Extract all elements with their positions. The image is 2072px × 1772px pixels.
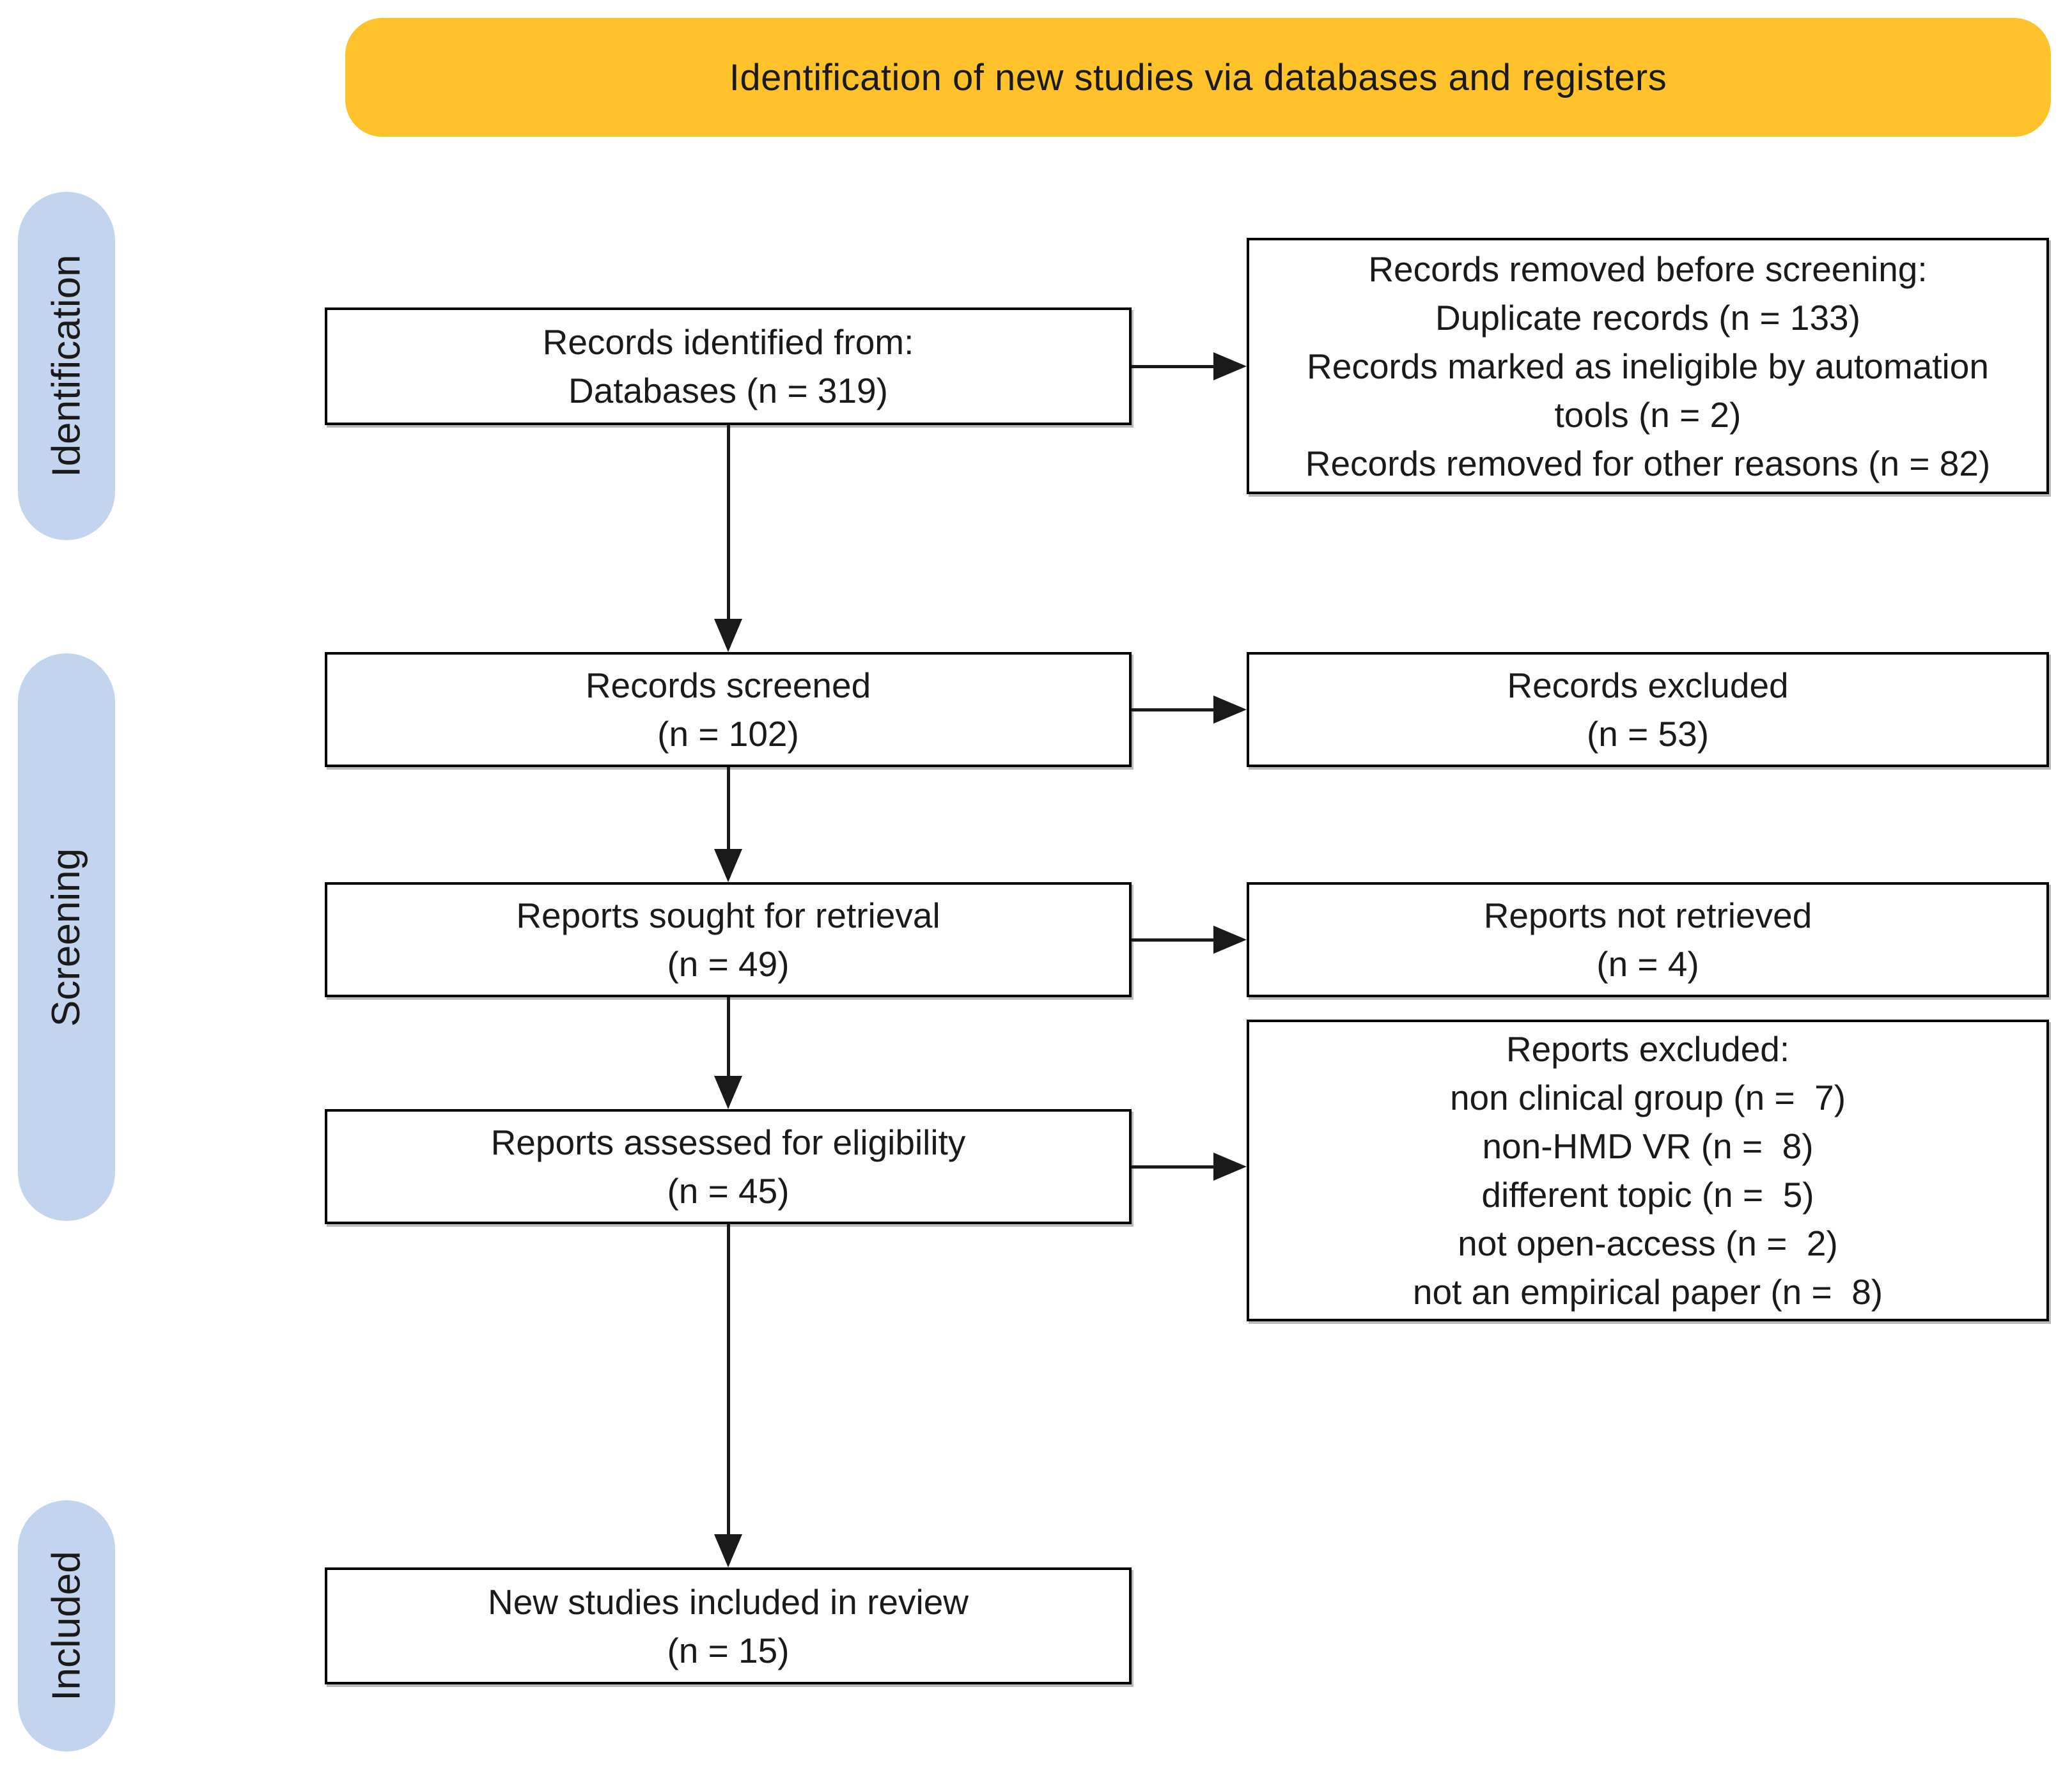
stage-label-identification-text: Identification — [44, 254, 89, 478]
box-reports-assessed: Reports assessed for eligibility (n = 45… — [325, 1109, 1132, 1224]
arrow-head — [714, 1534, 742, 1567]
stage-label-screening-text: Screening — [44, 848, 89, 1027]
box-reports-sought: Reports sought for retrieval (n = 49) — [325, 882, 1132, 997]
box-line: (n = 49) — [667, 944, 790, 984]
header-banner: Identification of new studies via databa… — [345, 18, 2051, 137]
box-line: Reports excluded: — [1506, 1029, 1790, 1069]
header-title: Identification of new studies via databa… — [729, 56, 1667, 98]
box-line: Records removed for other reasons (n = 8… — [1305, 443, 1991, 483]
box-records-removed-before-screening: Records removed before screening: Duplic… — [1247, 238, 2049, 494]
arrow-shaft — [727, 997, 730, 1077]
box-line: Records screened — [585, 665, 871, 705]
box-line: different topic (n = 5) — [1481, 1175, 1814, 1215]
box-line: Reports not retrieved — [1483, 896, 1812, 935]
stage-label-screening: Screening — [18, 653, 115, 1221]
arrow-head — [714, 849, 742, 882]
box-records-excluded: Records excluded (n = 53) — [1247, 652, 2049, 767]
box-line: non clinical group (n = 7) — [1449, 1078, 1846, 1117]
box-line: non-HMD VR (n = 8) — [1482, 1126, 1814, 1166]
arrow-shaft — [727, 1224, 730, 1535]
stage-label-identification: Identification — [18, 192, 115, 540]
box-line: not open-access (n = 2) — [1458, 1224, 1838, 1263]
box-line: tools (n = 2) — [1554, 394, 1741, 435]
box-line: (n = 102) — [657, 714, 799, 754]
arrow-shaft — [727, 425, 730, 620]
box-line: New studies included in review — [487, 1582, 969, 1622]
box-line: (n = 15) — [667, 1630, 790, 1670]
stage-label-included-text: Included — [44, 1551, 89, 1701]
box-reports-excluded: Reports excluded: non clinical group (n … — [1247, 1020, 2049, 1321]
box-line: (n = 4) — [1596, 944, 1699, 984]
box-line: Records removed before screening: — [1368, 249, 1928, 289]
box-line: Reports assessed for eligibility — [490, 1123, 966, 1162]
arrow-head — [1213, 352, 1247, 380]
box-reports-not-retrieved: Reports not retrieved (n = 4) — [1247, 882, 2049, 997]
box-line: (n = 45) — [667, 1171, 790, 1211]
arrow-head — [1213, 696, 1247, 724]
box-line: not an empirical paper (n = 8) — [1412, 1272, 1883, 1312]
box-line: Databases (n = 319) — [568, 371, 888, 410]
arrow-head — [1213, 1153, 1247, 1181]
arrow-shaft — [1132, 1165, 1215, 1169]
arrow-shaft — [1132, 365, 1215, 368]
arrow-shaft — [727, 767, 730, 850]
box-line: Records marked as ineligible by automati… — [1307, 346, 1989, 386]
box-line: Records identified from: — [542, 322, 914, 362]
stage-label-included: Included — [18, 1500, 115, 1752]
box-new-studies-included: New studies included in review (n = 15) — [325, 1567, 1132, 1684]
box-line: (n = 53) — [1586, 714, 1710, 754]
box-line: Reports sought for retrieval — [516, 896, 940, 935]
arrow-head — [1213, 926, 1247, 954]
box-records-identified: Records identified from: Databases (n = … — [325, 307, 1132, 425]
arrow-head — [714, 619, 742, 652]
box-line: Duplicate records (n = 133) — [1435, 297, 1860, 338]
arrow-shaft — [1132, 938, 1215, 942]
box-records-screened: Records screened (n = 102) — [325, 652, 1132, 767]
arrow-head — [714, 1076, 742, 1109]
box-line: Records excluded — [1507, 665, 1789, 705]
arrow-shaft — [1132, 708, 1215, 711]
